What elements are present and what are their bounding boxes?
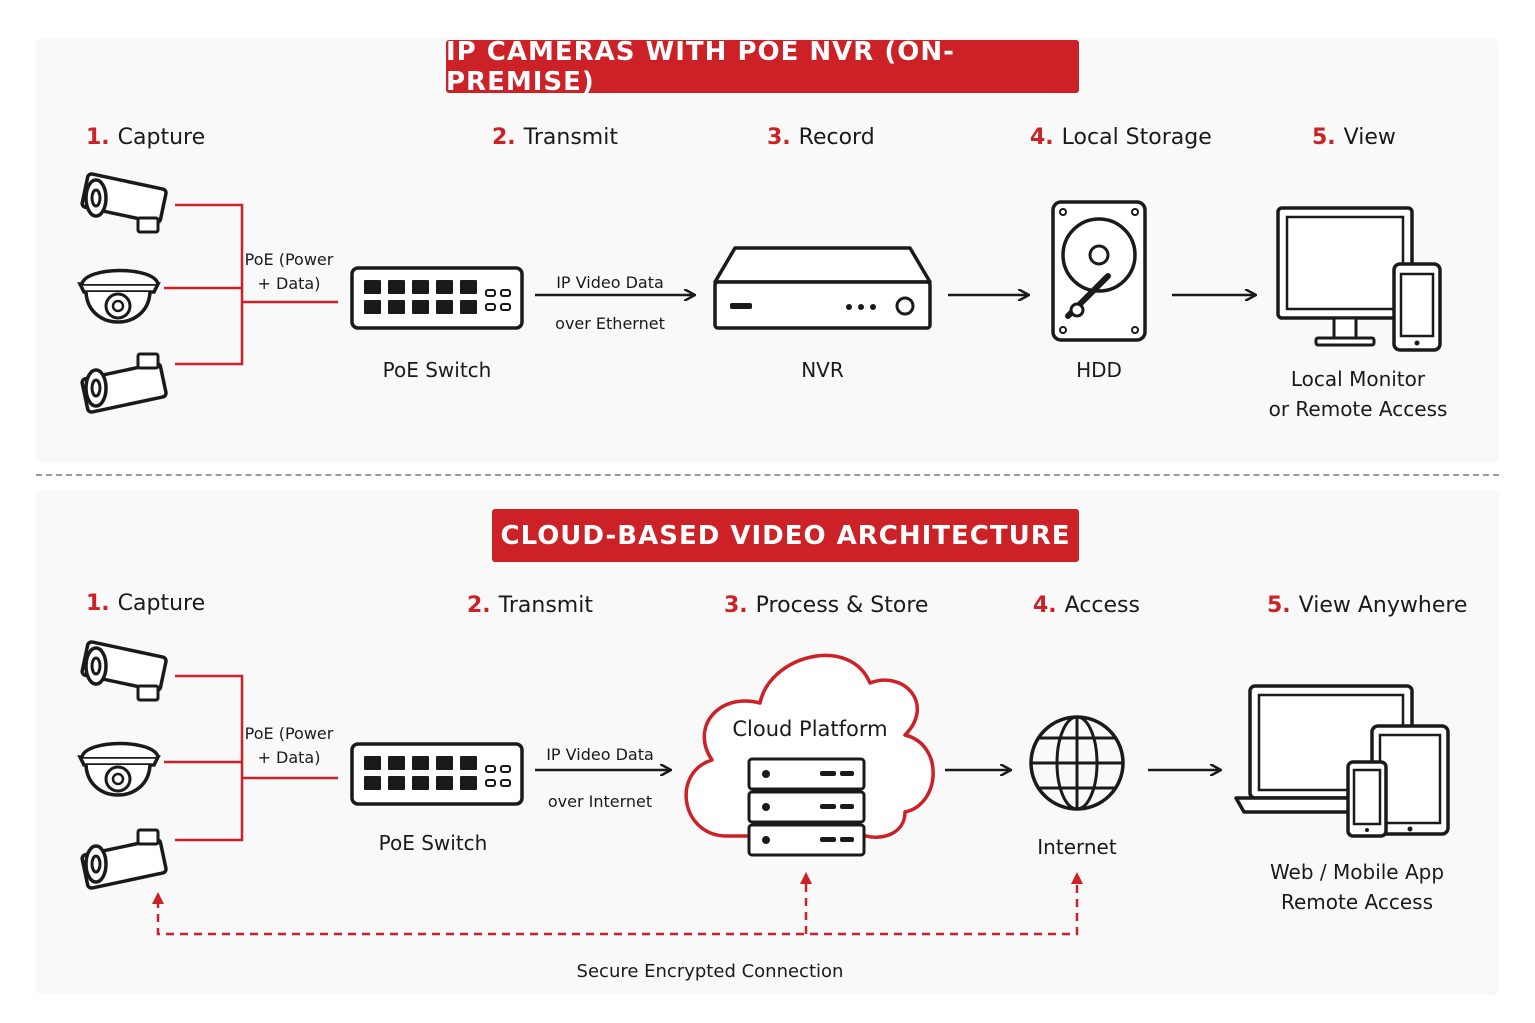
step-transmit: 2. Transmit xyxy=(492,125,618,150)
globe-icon xyxy=(1029,715,1125,811)
view-label-line: or Remote Access xyxy=(1268,397,1448,421)
step-label: View Anywhere xyxy=(1298,593,1468,618)
step-access: 4. Access xyxy=(1033,593,1140,618)
step-number: 5. xyxy=(1267,593,1291,618)
internet-label: Internet xyxy=(1037,835,1117,859)
poe-switch-label: PoE Switch xyxy=(378,831,488,855)
link-label-line: over Ethernet xyxy=(555,314,665,333)
cloud-title: CLOUD-BASED VIDEO ARCHITECTURE xyxy=(492,509,1079,562)
poe-label-line: PoE (Power xyxy=(244,724,334,743)
poe-wiring-top xyxy=(164,203,338,366)
nvr-icon xyxy=(713,246,932,330)
poe-label-line: + Data) xyxy=(257,748,321,767)
step-label: Transmit xyxy=(498,593,593,618)
step-number: 2. xyxy=(467,593,491,618)
link-label-line: IP Video Data xyxy=(546,745,654,764)
step-record: 3. Record xyxy=(767,125,875,150)
step-capture: 1. Capture xyxy=(86,125,205,150)
view-label-line: Remote Access xyxy=(1281,890,1433,914)
bullet-camera-icon xyxy=(79,828,169,891)
step-number: 1. xyxy=(86,591,110,616)
poe-label-line: + Data) xyxy=(257,274,321,293)
step-number: 3. xyxy=(724,593,748,618)
link-label-top: IP Video Data over Ethernet xyxy=(540,262,680,344)
view-label-bottom: Web / Mobile App Remote Access xyxy=(1247,857,1467,917)
poe-label: PoE (Power + Data) xyxy=(240,248,338,296)
step-number: 3. xyxy=(767,125,791,150)
step-view-anywhere: 5. View Anywhere xyxy=(1267,593,1467,618)
cloud-platform-label: Cloud Platform xyxy=(732,717,888,741)
step-label: Capture xyxy=(117,591,206,616)
step-number: 2. xyxy=(492,125,516,150)
step-label: Record xyxy=(798,125,875,150)
view-label-line: Local Monitor xyxy=(1290,367,1426,391)
step-capture: 1. Capture xyxy=(86,591,205,616)
nvr-label: NVR xyxy=(801,358,844,382)
cloud-server-icon xyxy=(684,653,935,857)
step-local-storage: 4. Local Storage xyxy=(1030,125,1212,150)
poe-switch-label: PoE Switch xyxy=(382,358,492,382)
step-number: 4. xyxy=(1030,125,1054,150)
view-label-line: Web / Mobile App xyxy=(1269,860,1445,884)
step-process-store: 3. Process & Store xyxy=(724,593,928,618)
poe-wiring-bottom xyxy=(164,674,338,842)
secure-connection-line xyxy=(156,878,1079,936)
step-label: Transmit xyxy=(523,125,618,150)
step-label: Local Storage xyxy=(1061,125,1212,150)
bullet-camera-icon xyxy=(79,639,169,702)
poe-label: PoE (Power + Data) xyxy=(240,722,338,770)
monitor-phone-icon xyxy=(1276,206,1442,352)
step-label: Process & Store xyxy=(755,593,929,618)
camera-group-bottom xyxy=(78,639,169,891)
section-divider xyxy=(36,474,1499,476)
camera-group-top xyxy=(78,171,169,415)
view-label-top: Local Monitor or Remote Access xyxy=(1258,364,1458,424)
step-number: 5. xyxy=(1312,125,1336,150)
hdd-icon xyxy=(1051,200,1147,342)
bullet-camera-icon xyxy=(79,352,169,415)
link-label-bottom: IP Video Data over Internet xyxy=(530,731,670,825)
secure-arrowheads xyxy=(152,872,1083,904)
bullet-camera-icon xyxy=(79,171,169,234)
link-label-line: over Internet xyxy=(547,792,653,811)
link-label-line: IP Video Data xyxy=(556,273,664,292)
dome-camera-icon xyxy=(78,741,160,797)
step-number: 1. xyxy=(86,125,110,150)
step-transmit: 2. Transmit xyxy=(467,593,593,618)
step-label: View xyxy=(1343,125,1396,150)
step-view: 5. View xyxy=(1312,125,1396,150)
step-label: Capture xyxy=(117,125,206,150)
onpremise-title: IP CAMERAS WITH POE NVR (ON-PREMISE) xyxy=(446,37,1079,97)
secure-connection-label: Secure Encrypted Connection xyxy=(576,961,844,982)
laptop-tablet-phone-icon xyxy=(1234,684,1450,838)
poe-switch-icon xyxy=(350,742,524,806)
hdd-label: HDD xyxy=(1076,358,1122,382)
step-label: Access xyxy=(1064,593,1140,618)
poe-label-line: PoE (Power xyxy=(244,250,334,269)
poe-switch-icon xyxy=(350,266,524,330)
dome-camera-icon xyxy=(78,268,160,324)
step-number: 4. xyxy=(1033,593,1057,618)
